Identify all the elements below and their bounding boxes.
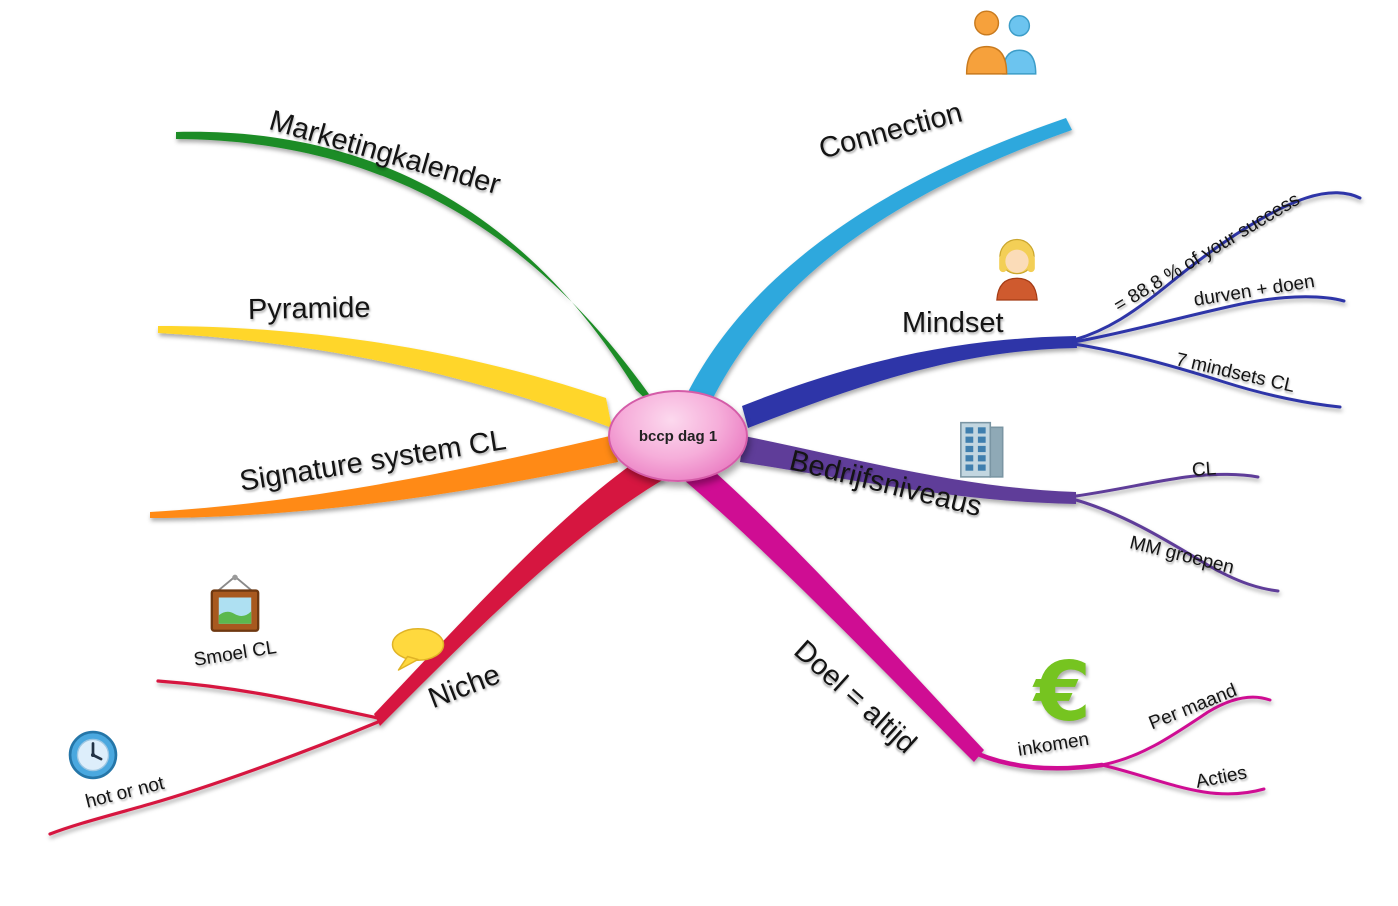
- branch-marketingkalender: [176, 131, 664, 416]
- picture-frame-icon[interactable]: [204, 572, 266, 645]
- clock-icon[interactable]: [66, 728, 120, 787]
- topic-pyramide[interactable]: Pyramide: [247, 291, 371, 326]
- woman-icon[interactable]: [986, 236, 1048, 307]
- subbranch-888-success: [1072, 191, 1362, 342]
- subtopic-cl[interactable]: CL: [1191, 458, 1217, 481]
- topic-mindset[interactable]: Mindset: [902, 307, 1004, 339]
- subbranch-acties: [1100, 763, 1266, 796]
- branch-pyramide: [158, 326, 612, 428]
- subbranch-durven-doen: [1072, 295, 1346, 344]
- subbranch-inkomen: [975, 751, 1105, 771]
- branch-mindset: [742, 336, 1077, 428]
- branch-bedrijfsniveaus: [740, 436, 1076, 504]
- subbranch-7-mindsets-cl: [1072, 342, 1342, 409]
- branch-signature-system-cl: [150, 436, 618, 518]
- speech-bubble-icon[interactable]: [388, 626, 448, 677]
- central-topic[interactable]: bccp dag 1: [608, 390, 748, 482]
- euro-sign-icon[interactable]: €: [1034, 645, 1092, 740]
- central-topic-label: bccp dag 1: [638, 427, 718, 445]
- subbranch-cl: [1074, 472, 1260, 498]
- branch-niche: [374, 456, 666, 726]
- subbranch-mm-groepen: [1074, 498, 1280, 593]
- two-people-icon[interactable]: [963, 10, 1043, 81]
- branch-connection: [688, 118, 1072, 400]
- subbranch-per-maand: [1100, 695, 1272, 767]
- subbranch-smoel-cl: [156, 679, 380, 720]
- subbranch-hot-or-not: [48, 720, 380, 836]
- office-building-icon[interactable]: [950, 418, 1012, 485]
- branch-doel-altijd: [684, 464, 984, 762]
